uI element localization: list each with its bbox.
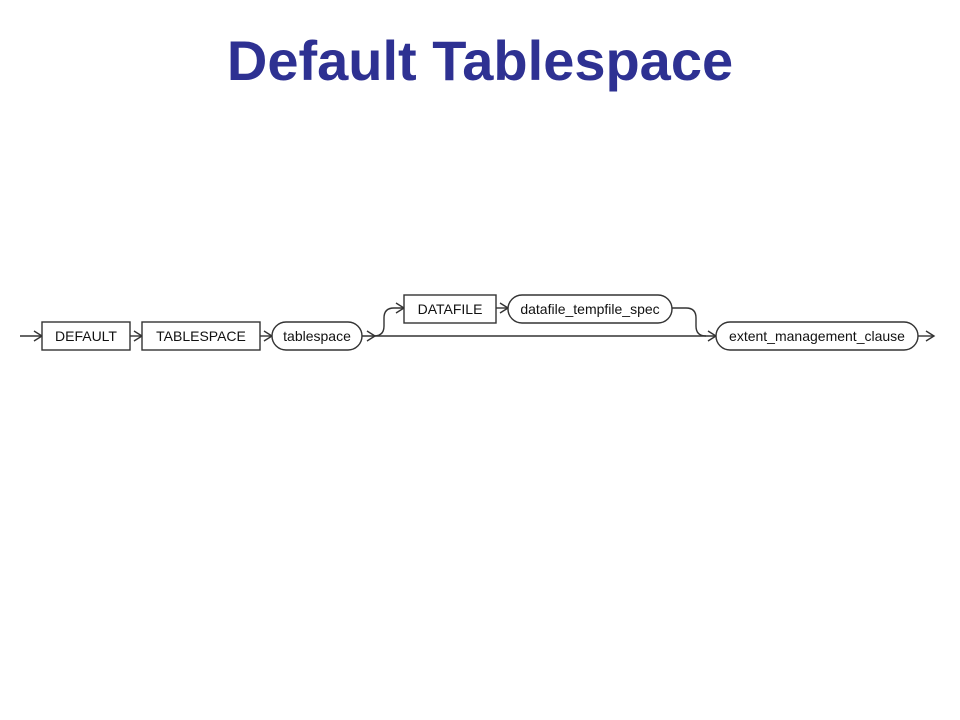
keyword-default: DEFAULT <box>55 328 117 344</box>
keyword-datafile: DATAFILE <box>418 301 483 317</box>
syntax-diagram: DEFAULT TABLESPACE tablespace DATAFILE d… <box>20 294 936 351</box>
branch-down <box>672 307 707 337</box>
param-datafile-tempfile-spec: datafile_tempfile_spec <box>520 301 659 317</box>
param-box-datafile-tempfile-spec <box>507 294 673 324</box>
slide-title: Default Tablespace <box>226 29 734 92</box>
branch-up <box>373 307 404 337</box>
keyword-tablespace: TABLESPACE <box>156 328 246 344</box>
param-tablespace: tablespace <box>283 328 351 344</box>
keyword-box-datafile <box>403 294 497 324</box>
end-arrow-icon <box>925 330 936 342</box>
param-extent-management-clause: extent_management_clause <box>729 328 905 344</box>
keyword-box-tablespace <box>141 321 261 351</box>
